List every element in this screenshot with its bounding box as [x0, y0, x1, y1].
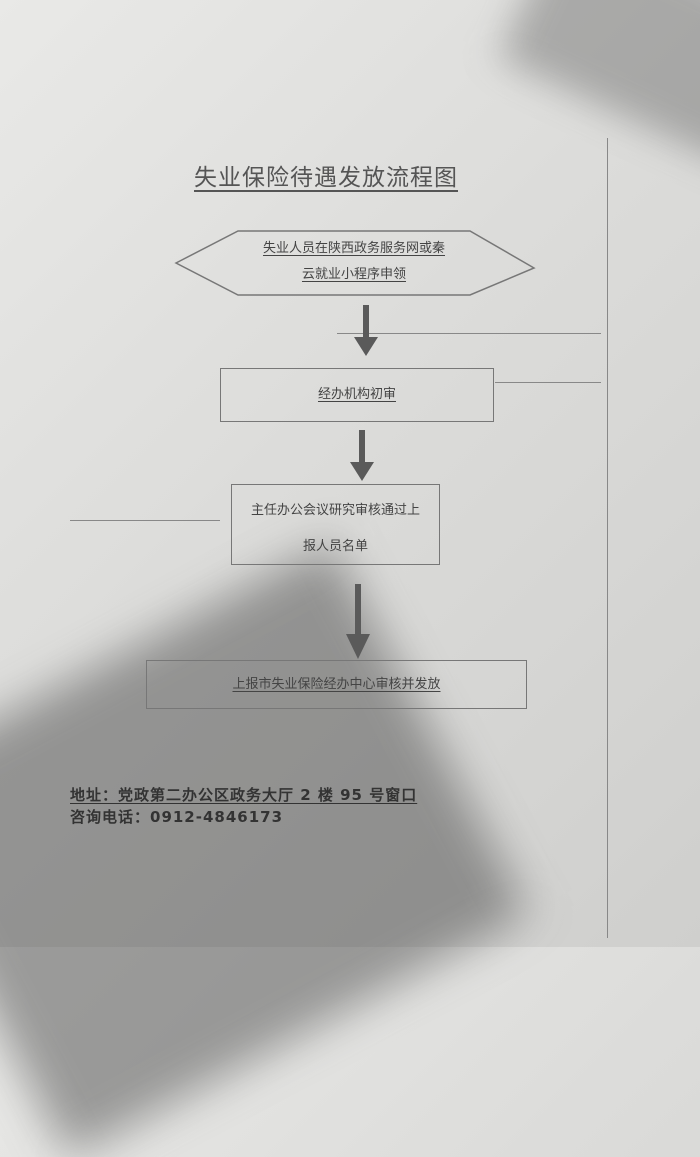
shadow-bottom-left — [0, 542, 529, 1157]
footer-address: 地址：党政第二办公区政务大厅 2 楼 95 号窗口 — [70, 786, 418, 804]
shadow-top-right — [498, 0, 700, 168]
stray-line — [495, 382, 601, 383]
footer-phone: 咨询电话：0912-4846173 — [70, 808, 284, 826]
step-4-box: 上报市失业保险经办中心审核并发放 — [146, 660, 527, 709]
down-arrow-icon — [350, 430, 374, 481]
stray-line — [337, 333, 601, 334]
step-1-line2: 云就业小程序申领 — [301, 267, 406, 282]
step-1-text: 失业人员在陕西政务服务网或秦 云就业小程序申领 — [234, 236, 474, 288]
step-2-box: 经办机构初审 — [220, 368, 494, 422]
stray-line — [70, 520, 220, 521]
down-arrow-icon — [354, 305, 378, 356]
step-1-hexagon: 失业人员在陕西政务服务网或秦 云就业小程序申领 — [174, 228, 536, 298]
step-1-line1: 失业人员在陕西政务服务网或秦 — [262, 241, 445, 256]
step-3-line2: 报人员名单 — [302, 539, 368, 554]
down-arrow-icon — [346, 584, 370, 659]
flowchart-title: 失业保险待遇发放流程图 — [194, 165, 458, 191]
hexagon-shape — [174, 230, 536, 296]
page-fold-line — [607, 138, 608, 938]
step-3-line1: 主任办公会议研究审核通过上 — [250, 503, 420, 518]
step-3-box: 主任办公会议研究审核通过上 报人员名单 — [231, 484, 440, 565]
